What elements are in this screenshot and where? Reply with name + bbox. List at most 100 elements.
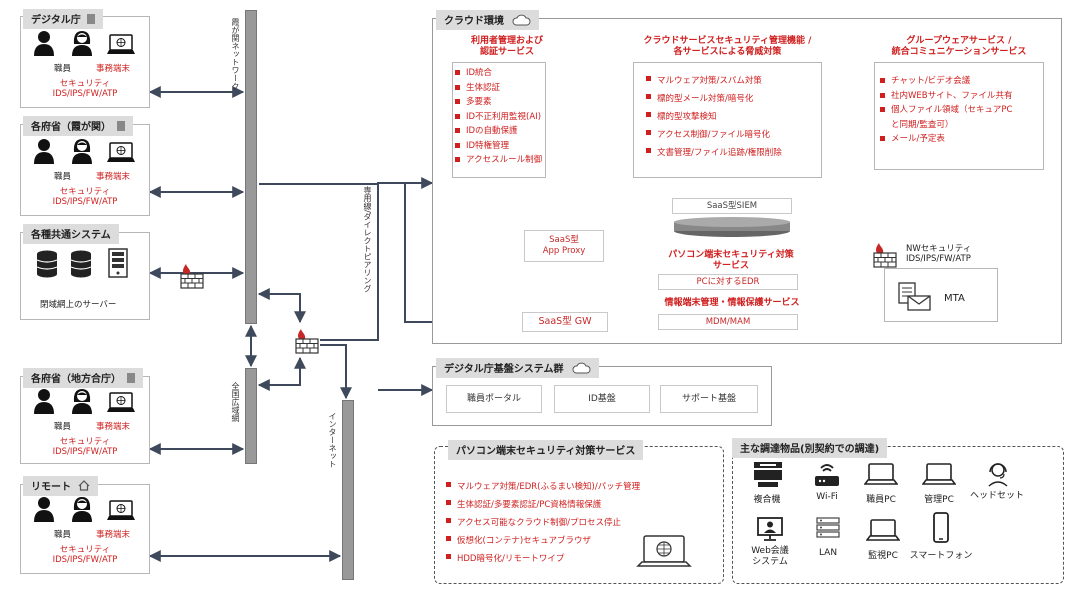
- list-item: 生体認証: [455, 81, 542, 96]
- item-label: スマートフォン: [909, 551, 973, 561]
- base-systems-title: デジタル庁基盤システム群: [436, 358, 599, 378]
- common-systems-title: 各種共通システム: [23, 224, 119, 244]
- terminal-label: 事務端末: [96, 172, 131, 182]
- laptop-icon: [864, 463, 898, 485]
- secure-laptop-icon: [636, 535, 692, 567]
- endpoint-service-heading: パソコン端末セキュリティ対策 サービス: [668, 250, 794, 271]
- cloud-icon: [512, 14, 531, 26]
- list-item: IDの自動保護: [455, 124, 542, 139]
- list-item: ID統合: [455, 66, 542, 81]
- app-proxy-box: SaaS型 App Proxy: [524, 230, 604, 262]
- list-item: 標的型メール対策/暗号化: [646, 90, 782, 108]
- digital-agency-title: デジタル庁: [23, 9, 104, 29]
- mail-server-icon: [898, 282, 931, 311]
- firewall-icon: [295, 329, 319, 354]
- list-item: 社内WEBサイト、ファイル共有: [880, 89, 1012, 104]
- person-female-icon: [72, 497, 92, 522]
- laptop-icon: [922, 463, 956, 485]
- mta-label: MTA: [944, 293, 965, 304]
- procurement-title: 主な調達物品(別契約での調達): [732, 438, 888, 458]
- lan-icon: [816, 517, 840, 538]
- cloud-icon: [572, 362, 591, 374]
- security-label: セキュリティ IDS/IPS/FW/ATP: [52, 437, 118, 457]
- security-label: セキュリティ IDS/IPS/FW/ATP: [52, 545, 118, 565]
- common-systems-caption: 閉域網上のサーバー: [40, 300, 117, 310]
- list-item: 文書管理/ファイル追跡/権限削除: [646, 144, 782, 162]
- web-conference-icon: [757, 517, 783, 541]
- item-label: ヘッドセット: [969, 491, 1024, 501]
- building-icon: [127, 373, 136, 383]
- laptop-icon: [107, 142, 135, 162]
- edr-box: PCに対するEDR: [658, 274, 798, 290]
- item-label: 管理PC: [924, 495, 954, 505]
- pc-security-list: マルウェア対策/EDR(ふるまい検知)/パッチ管理 生体認証/多要素認証/PC資…: [446, 478, 640, 568]
- mdm-heading: 情報端末管理・情報保護サービス: [664, 298, 800, 308]
- laptop-icon: [107, 500, 135, 520]
- person-male-icon: [34, 31, 54, 56]
- list-item: 標的型攻撃検知: [646, 108, 782, 126]
- internet-label: インターネット: [328, 412, 337, 468]
- laptop-icon: [866, 519, 900, 541]
- building-icon: [117, 121, 126, 131]
- wide-area-network-label: 全国広域網: [231, 382, 240, 422]
- security-label: セキュリティ IDS/IPS/FW/ATP: [52, 79, 118, 99]
- list-item: 個人ファイル領域（セキュアPC と同期/監査可）: [880, 103, 1012, 132]
- kasumigaseki-network-bar: [245, 10, 257, 324]
- cloud-environment-title: クラウド環境: [436, 10, 540, 30]
- security-service-box: [633, 62, 822, 178]
- item-label: Web会議 システム: [751, 546, 789, 567]
- person-female-icon: [72, 139, 92, 164]
- server-icon: [108, 248, 128, 278]
- id-service-box: [452, 62, 546, 178]
- groupware-box: [874, 62, 1044, 170]
- database-icon: [70, 250, 92, 278]
- person-male-icon: [34, 139, 54, 164]
- list-item: マルウェア対策/EDR(ふるまい検知)/パッチ管理: [446, 478, 640, 496]
- id-service-list: ID統合 生体認証 多要素 ID不正利用監視(AI) IDの自動保護 ID特権管…: [455, 66, 542, 168]
- security-service-heading: クラウドサービスセキュリティ管理機能 / 各サービスによる脅威対策: [643, 36, 812, 57]
- groupware-heading: グループウェアサービス / 統合コミュニケーションサービス: [891, 36, 1027, 57]
- database-icon: [674, 217, 790, 237]
- item-label: LAN: [818, 548, 838, 558]
- list-item: チャット/ビデオ会議: [880, 74, 1012, 89]
- terminal-label: 事務端末: [96, 64, 131, 74]
- pc-security-title: パソコン端末セキュリティ対策サービス: [448, 440, 644, 460]
- headset-icon: [988, 463, 1008, 487]
- terminal-label: 事務端末: [96, 530, 131, 540]
- siem-box: SaaS型SIEM: [672, 198, 792, 214]
- person-female-icon: [72, 389, 92, 414]
- laptop-icon: [107, 392, 135, 412]
- person-male-icon: [34, 497, 54, 522]
- list-item: ID特権管理: [455, 139, 542, 154]
- list-item: アクセス制御/ファイル暗号化: [646, 126, 782, 144]
- smartphone-icon: [933, 512, 949, 543]
- list-item: 多要素: [455, 95, 542, 110]
- kasumigaseki-network-label: 霞が関ネットワーク: [231, 18, 240, 90]
- list-item: 生体認証/多要素認証/PC資格情報保護: [446, 496, 640, 514]
- list-item: HDD暗号化/リモートワイプ: [446, 550, 640, 568]
- nw-security-label: NWセキュリティ IDS/IPS/FW/ATP: [906, 244, 972, 264]
- building-icon: [87, 14, 96, 24]
- home-icon: [79, 480, 90, 491]
- printer-icon: [754, 462, 782, 487]
- groupware-list: チャット/ビデオ会議 社内WEBサイト、ファイル共有 個人ファイル領域（セキュア…: [880, 74, 1012, 147]
- saas-gw-box: SaaS型 GW: [522, 312, 608, 332]
- support-platform-box: サポート基盤: [660, 385, 758, 413]
- staff-label: 職員: [54, 172, 72, 182]
- procurement-box: [732, 446, 1064, 584]
- list-item: 仮想化(コンテナ)セキュアブラウザ: [446, 532, 640, 550]
- list-item: アクセスルール制御: [455, 153, 542, 168]
- staff-label: 職員: [54, 64, 72, 74]
- firewall-icon: [873, 243, 897, 268]
- digital-agency-box: [20, 16, 150, 108]
- wifi-router-icon: [815, 464, 839, 486]
- list-item: アクセス可能なクラウド制御/プロセス停止: [446, 514, 640, 532]
- security-label: セキュリティ IDS/IPS/FW/ATP: [52, 187, 118, 207]
- terminal-label: 事務端末: [96, 422, 131, 432]
- list-item: ID不正利用監視(AI): [455, 110, 542, 125]
- security-service-list: マルウェア対策/スパム対策 標的型メール対策/暗号化 標的型攻撃検知 アクセス制…: [646, 72, 782, 162]
- dedicated-line-label: 専用線/ダイレクトピアリング: [363, 186, 372, 293]
- id-platform-box: ID基盤: [554, 385, 650, 413]
- item-label: 監視PC: [868, 551, 898, 561]
- id-service-heading: 利用者管理および 認証サービス: [470, 36, 543, 57]
